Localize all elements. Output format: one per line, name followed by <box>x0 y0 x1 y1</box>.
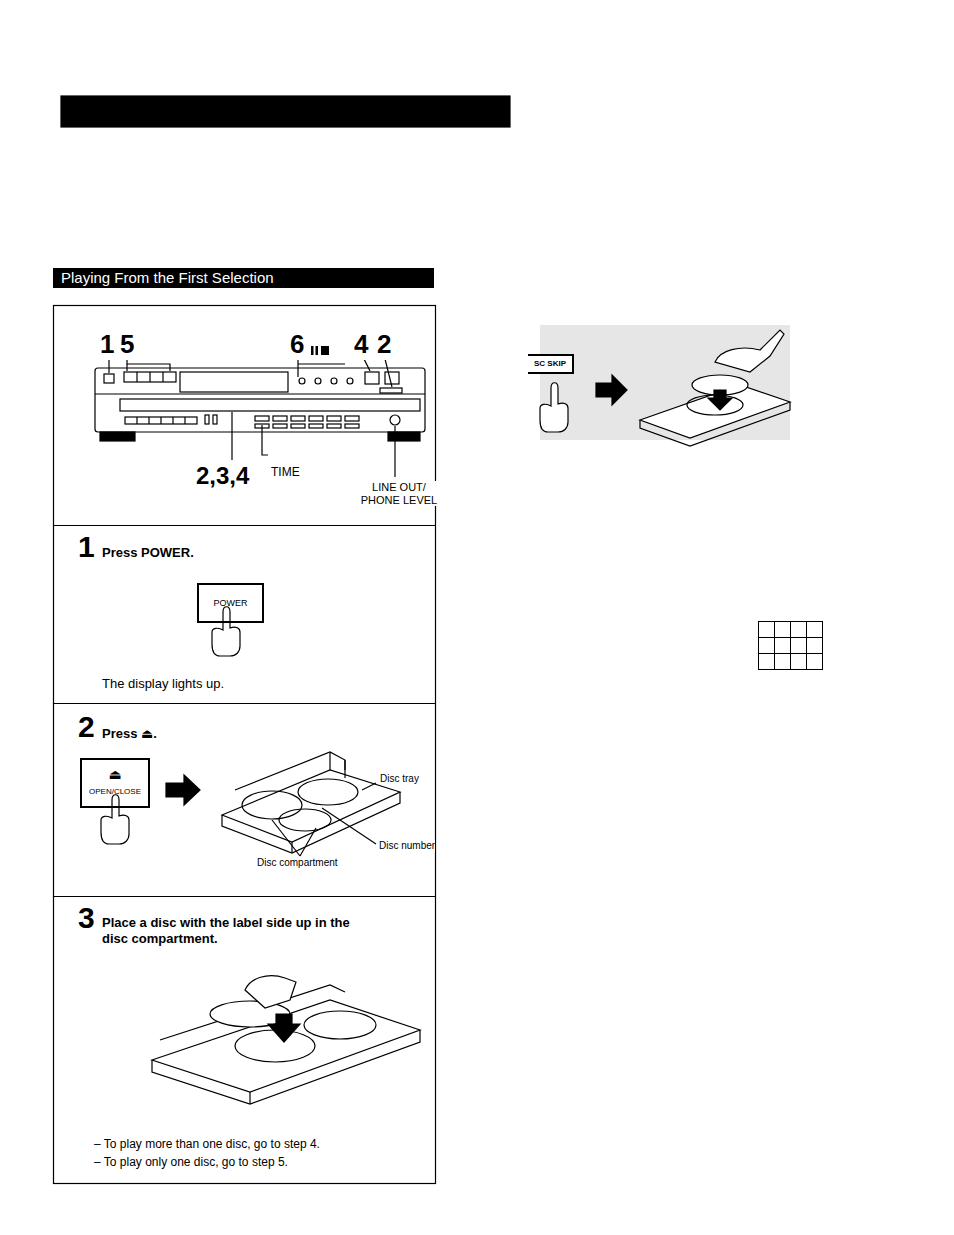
button: POWER <box>197 583 264 623</box>
pointing-hand <box>101 795 129 844</box>
callout-number: 2,3,4 <box>196 462 249 490</box>
step-panel: 3Place a disc with the label side up in … <box>54 897 435 1183</box>
section-band: Playing From the First Selection <box>53 268 434 288</box>
callout-number: 4 <box>354 330 368 360</box>
part-name: Disc number <box>379 840 435 852</box>
node-text: – To play more than one disc, go to step… <box>94 1137 414 1152</box>
callout-number: 5 <box>120 330 134 360</box>
node-text: ⏏ <box>82 766 148 784</box>
leader-lines <box>109 355 395 477</box>
pointing-hand <box>212 607 240 656</box>
button: ⏏ OPEN/CLOSE <box>80 758 150 808</box>
callout-number: 1 <box>100 330 114 360</box>
header-bar <box>61 96 510 127</box>
callout-number: 6 <box>290 330 304 360</box>
disc-loading <box>640 330 790 446</box>
part-name: Disc tray <box>380 773 419 785</box>
display-grid <box>759 622 823 670</box>
button-name: TIME <box>271 466 300 480</box>
step-panel: 2Press ⏏.⏏OPEN/CLOSE <box>54 704 435 896</box>
instruction-frame <box>54 306 436 1184</box>
disc-loading <box>152 976 420 1104</box>
front-panel <box>95 368 425 441</box>
illustration-ground <box>540 325 790 440</box>
pointing-hand <box>540 383 568 432</box>
part-name: Disc compartment <box>257 857 338 869</box>
arrow <box>596 375 627 405</box>
arrow <box>166 775 200 805</box>
node-text: Playing From the First Selection <box>61 269 421 288</box>
node-text: Press ⏏. <box>102 726 302 742</box>
node-text: Press POWER. <box>102 545 302 561</box>
node-text: The display lights up. <box>102 676 352 692</box>
node-text: POWER <box>199 598 262 609</box>
node-text: OPEN/CLOSE <box>82 787 148 797</box>
button: SC SKIP <box>528 354 574 374</box>
pause-stop-symbols <box>311 346 329 355</box>
node-text: – To play only one disc, go to step 5. <box>94 1155 414 1170</box>
node-text: Place a disc with the label side up in t… <box>102 915 367 948</box>
step-panel: 1Press POWER.The display lights up.POWER <box>54 526 435 703</box>
callout-number: 2 <box>377 330 391 360</box>
disc-tray <box>222 752 400 856</box>
node-text: SC SKIP <box>528 359 572 369</box>
control-name: LINE OUT/ PHONE LEVEL <box>356 481 442 506</box>
